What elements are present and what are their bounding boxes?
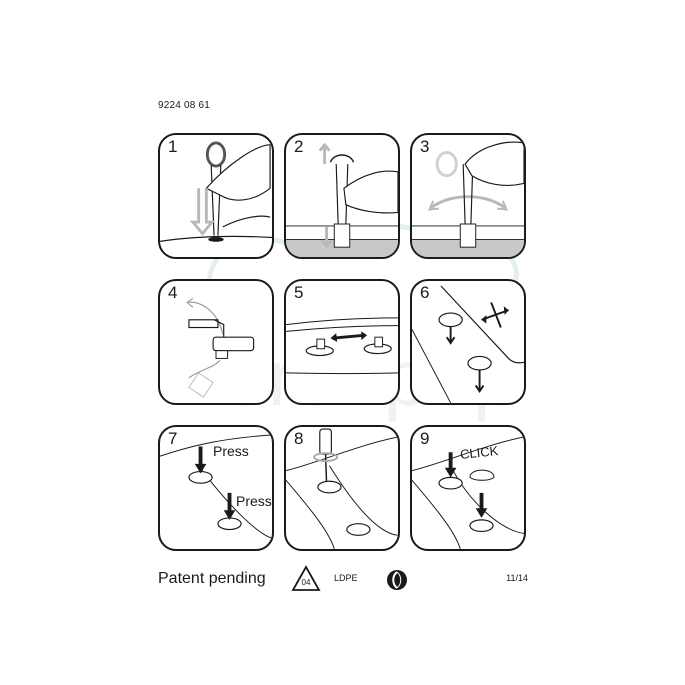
patent-text: Patent pending <box>158 570 266 587</box>
step-panel-5: 5 <box>284 279 400 405</box>
step-panel-4: 4 <box>158 279 274 405</box>
step-number: 7 <box>168 429 178 448</box>
step-panel-7: 7 Press Press <box>158 425 274 551</box>
step-number: 2 <box>294 137 304 156</box>
step-number: 6 <box>420 283 430 302</box>
tighten-screws-illustration <box>286 428 398 549</box>
press-label-2: Press <box>236 493 272 509</box>
press-hinges-illustration <box>160 434 272 539</box>
step-number: 5 <box>294 283 304 302</box>
step-panel-1: 1 <box>158 133 274 259</box>
step-panel-6: 6 <box>410 279 526 405</box>
green-dot-icon <box>387 570 407 590</box>
part-number: 9224 08 61 <box>158 100 211 111</box>
footer: Patent pending 04 LDPE 11/14 <box>158 565 528 598</box>
step-number: 9 <box>420 429 430 448</box>
material-label: LDPE <box>334 573 358 583</box>
spread-tool-illustration <box>412 141 524 257</box>
page-indicator: 11/14 <box>506 573 528 583</box>
adjust-spacing-illustration <box>286 317 398 375</box>
step-panel-8: 8 <box>284 425 400 551</box>
step-number: 4 <box>168 283 178 302</box>
step-number: 3 <box>420 137 430 156</box>
hinge-flip-illustration <box>186 298 255 398</box>
lift-insert-illustration <box>286 142 398 257</box>
click-covers-illustration <box>412 436 524 549</box>
step-number: 1 <box>168 137 178 156</box>
svg-text:04: 04 <box>302 578 311 587</box>
position-seat-illustration <box>412 285 524 403</box>
step-panel-2: 2 <box>284 133 400 259</box>
step-panel-3: 3 <box>410 133 526 259</box>
pin-insert-illustration <box>160 141 272 242</box>
step-number: 8 <box>294 429 304 448</box>
step-panel-9: 9 CLICK <box>410 425 526 551</box>
press-label-1: Press <box>213 443 249 459</box>
recycle-icon: 04 <box>291 565 321 591</box>
